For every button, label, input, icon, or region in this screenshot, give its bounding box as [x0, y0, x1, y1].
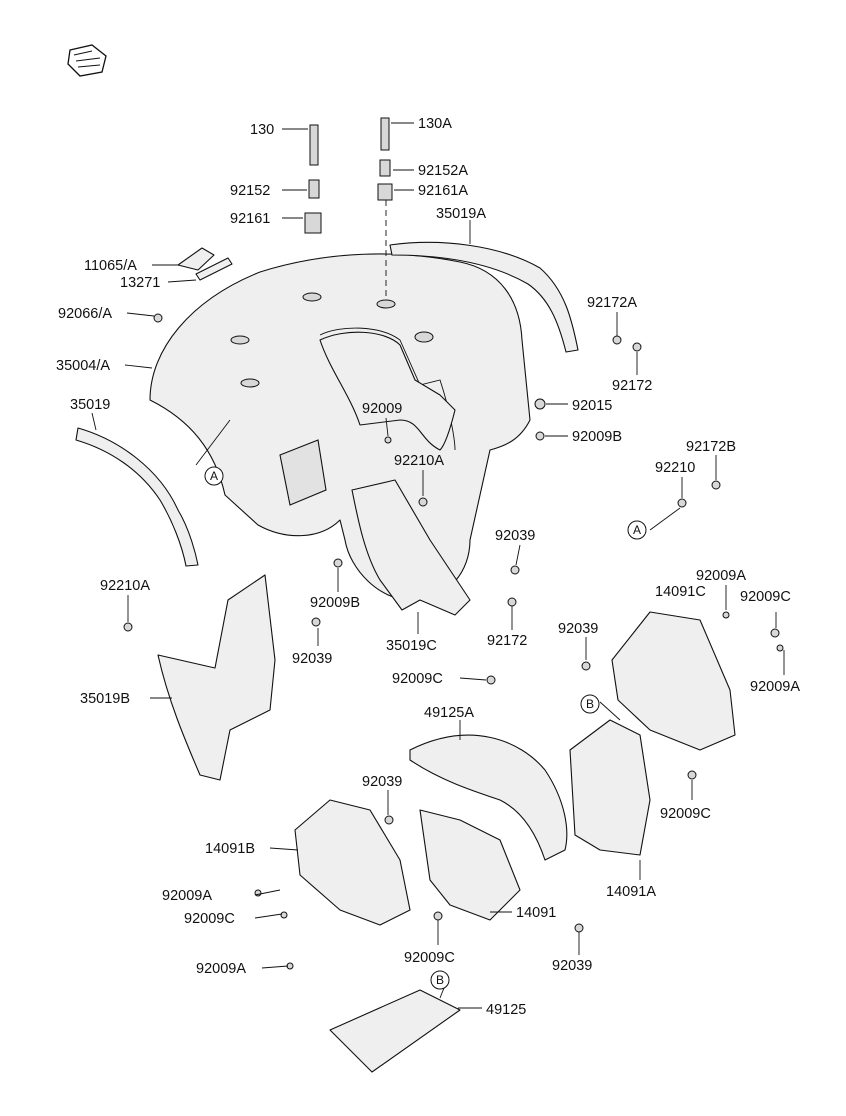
label-49125A: 49125A [424, 705, 474, 721]
label-92009B-mid: 92009B [310, 595, 360, 611]
label-35019B: 35019B [80, 691, 130, 707]
inner-cover-14091 [419, 809, 521, 921]
label-92009A-l2: 92009A [196, 961, 246, 977]
fasteners [123, 313, 784, 970]
label-92161A: 92161A [418, 183, 468, 199]
label-14091C: 14091C [655, 584, 706, 600]
label-92172-mid: 92172 [487, 633, 527, 649]
label-92039-left: 92039 [292, 651, 332, 667]
label-92039-b: 92039 [552, 958, 592, 974]
ref-B-lower: B [436, 973, 444, 987]
bracket-13271 [195, 257, 233, 281]
label-92152A: 92152A [418, 163, 468, 179]
ref-B-upper: B [586, 697, 594, 711]
label-92009C-b: 92009C [404, 950, 455, 966]
label-92161: 92161 [230, 211, 270, 227]
label-35019: 35019 [70, 397, 110, 413]
trim-strip-35019A [389, 241, 579, 353]
label-35019A: 35019A [436, 206, 486, 222]
label-92066A: 92066/A [58, 306, 112, 322]
label-130A: 130A [418, 116, 452, 132]
label-92009C-r2: 92009C [660, 806, 711, 822]
label-14091: 14091 [516, 905, 556, 921]
trim-strip-35019 [75, 427, 199, 567]
label-92039-c: 92039 [362, 774, 402, 790]
bolt-stack-right [377, 117, 393, 300]
label-92172B: 92172B [686, 439, 736, 455]
front-fender-35004A [149, 253, 531, 601]
label-92009A-r1: 92009A [696, 568, 746, 584]
label-35004A: 35004/A [56, 358, 110, 374]
label-49125: 49125 [486, 1002, 526, 1018]
inner-cover-14091B [294, 799, 411, 926]
inner-cover-14091A [569, 719, 651, 856]
label-92009C-r1: 92009C [740, 589, 791, 605]
label-92039-mid: 92039 [495, 528, 535, 544]
ref-A-right: A [633, 523, 641, 537]
label-92009B-top: 92009B [572, 429, 622, 445]
label-35019C: 35019C [386, 638, 437, 654]
bolt-stack-left [304, 124, 322, 234]
label-92210: 92210 [655, 460, 695, 476]
mud-guard-49125A [409, 734, 568, 861]
skid-plate-49125 [329, 989, 461, 1073]
bracket-11065A [177, 247, 215, 271]
label-13271: 13271 [120, 275, 160, 291]
label-92009A-r2: 92009A [750, 679, 800, 695]
label-92210A-left: 92210A [100, 578, 150, 594]
label-92152: 92152 [230, 183, 270, 199]
exploded-view-logo-icon [67, 44, 107, 77]
label-92009: 92009 [362, 401, 402, 417]
part-labels: 130 130A 92152 92152A 92161 92161A 35019… [56, 116, 800, 1018]
label-11065A: 11065/A [84, 258, 137, 274]
label-92172-top: 92172 [612, 378, 652, 394]
inner-cover-35019C [351, 479, 471, 616]
label-92039-r: 92039 [558, 621, 598, 637]
label-92009C-c: 92009C [392, 671, 443, 687]
reference-markers: A A B B [204, 466, 647, 990]
label-92210A-mid: 92210A [394, 453, 444, 469]
inner-cover-35019B [157, 574, 276, 781]
label-14091B: 14091B [205, 841, 255, 857]
label-14091A: 14091A [606, 884, 656, 900]
label-92009A-l1: 92009A [162, 888, 212, 904]
label-92015: 92015 [572, 398, 612, 414]
inner-cover-14091C [611, 611, 736, 751]
label-92009C-l: 92009C [184, 911, 235, 927]
ref-A-upper: A [210, 469, 218, 483]
label-92172A: 92172A [587, 295, 637, 311]
label-130: 130 [250, 122, 274, 138]
